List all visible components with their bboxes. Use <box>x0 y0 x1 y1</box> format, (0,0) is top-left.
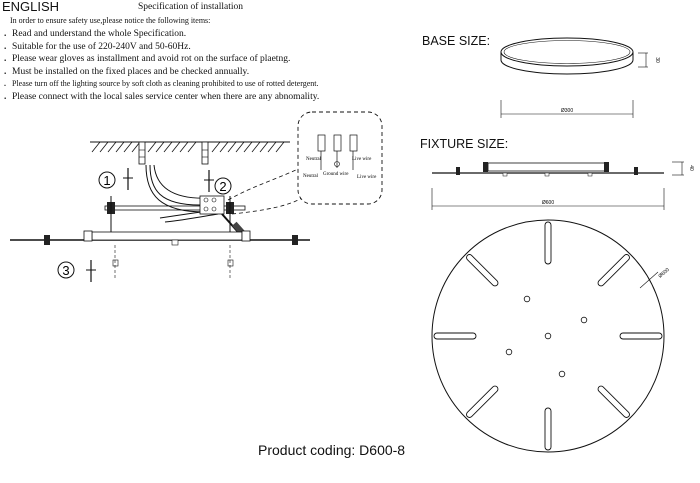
screw-icon <box>204 170 214 192</box>
base-size-heading: BASE SIZE: <box>422 34 491 48</box>
instruction-item: .Please turn off the lighting source by … <box>4 79 319 89</box>
wall-anchor <box>201 141 209 165</box>
wall-anchor <box>138 141 146 165</box>
fixture-top-diameter-label: Ø600 <box>657 267 670 280</box>
neutral-label-bottom: Neutral <box>303 174 319 179</box>
fixture-size-heading: FIXTURE SIZE: <box>420 137 509 151</box>
fixture-side-drawing: 40 Ø600 <box>431 161 694 210</box>
fixture-top-drawing: Ø600 <box>431 219 671 453</box>
instruction-item: .Please wear gloves as installment and a… <box>4 54 291 65</box>
intro-text: In order to ensure safety use,please not… <box>10 16 211 25</box>
step-2-marker: 2 <box>214 177 232 195</box>
step-1-marker: 1 <box>98 171 116 189</box>
live-label-bottom: Live wire <box>357 175 377 180</box>
ceiling <box>90 141 290 153</box>
svg-text:2: 2 <box>219 179 226 194</box>
instruction-list: .Read and understand the whole Specifica… <box>4 28 319 104</box>
fixture-side-view <box>10 230 310 278</box>
instruction-item: .Please connect with the local sales ser… <box>4 91 320 102</box>
neutral-label-top: Neutral <box>306 157 322 162</box>
language-label: ENGLISH <box>2 0 60 14</box>
instruction-item: .Must be installed on the fixed places a… <box>4 66 250 77</box>
svg-text:1: 1 <box>103 173 110 188</box>
product-coding: Product coding: D600-8 <box>258 442 406 458</box>
terminal-block <box>199 195 225 215</box>
ground-label: Ground wire <box>323 172 349 177</box>
instruction-item: .Suitable for the use of 220-240V and 50… <box>4 41 191 52</box>
base-height-label: 30 <box>654 57 660 63</box>
fixture-height-label: 40 <box>688 165 694 171</box>
base-drawing: 30 Ø300 <box>500 37 660 118</box>
live-label-top: Live wire <box>352 157 372 162</box>
step-3-marker: 3 <box>57 261 75 279</box>
wiring-detail-box: Neutral Live wire Neutral Ground wire Li… <box>297 111 383 205</box>
spec-title: Specification of installation <box>138 2 244 12</box>
fixture-diameter-label: Ø600 <box>542 200 554 206</box>
svg-text:3: 3 <box>62 263 69 278</box>
zoom-leader <box>227 167 303 215</box>
instruction-item: .Read and understand the whole Specifica… <box>4 29 187 39</box>
screw-icon <box>86 260 96 282</box>
screw-icon <box>123 168 133 190</box>
base-diameter-label: Ø300 <box>561 108 573 114</box>
